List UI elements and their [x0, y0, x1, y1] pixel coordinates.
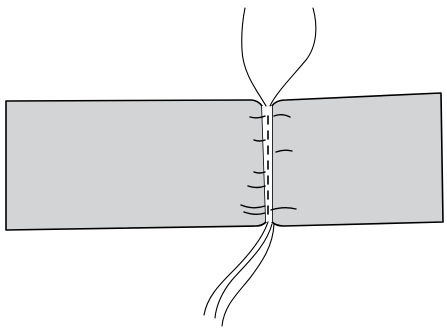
left-fabric-piece [6, 100, 266, 230]
right-fabric-piece [272, 93, 443, 226]
